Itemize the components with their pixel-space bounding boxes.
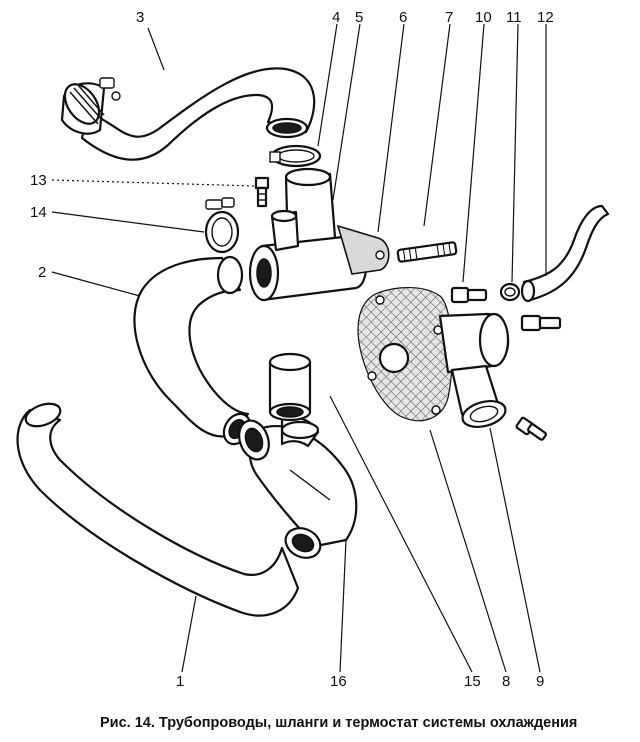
hose-2: [133, 255, 252, 446]
thermostat-16: [238, 416, 358, 559]
callout-13: 13: [30, 172, 47, 189]
callout-11: 11: [506, 9, 522, 26]
callout-6: 6: [399, 9, 407, 26]
pump-housing-9: [357, 287, 510, 429]
clamp-11: [499, 282, 521, 302]
callout-5: 5: [355, 9, 363, 26]
clamp-4: [269, 144, 322, 168]
outlet-pipe-5: [248, 167, 390, 302]
stud-7: [396, 241, 458, 263]
callout-16: 16: [330, 673, 347, 690]
callout-12: 12: [537, 9, 554, 26]
hose-15: [268, 352, 312, 422]
leader-lines: [51, 23, 547, 673]
callout-3: 3: [136, 9, 144, 26]
fitting-right: [520, 314, 562, 332]
callout-1: 1: [176, 673, 184, 690]
callout-10: 10: [475, 9, 492, 26]
hose-3: [60, 67, 316, 161]
callout-4: 4: [332, 9, 340, 26]
clamp-14: [204, 197, 240, 254]
hose-1: [16, 402, 300, 617]
sensor-13: [254, 176, 270, 208]
callout-14: 14: [30, 204, 47, 221]
fitting-10: [450, 286, 488, 304]
hose-12: [520, 204, 610, 303]
callouts: 3 4 5 6 7 10 11 12 13 14 2 1 16 15 8 9: [30, 9, 554, 690]
callout-8: 8: [502, 673, 510, 690]
figure-caption: Рис. 14. Трубопроводы, шланги и термоста…: [100, 715, 578, 731]
callout-15: 15: [464, 673, 481, 690]
callout-9: 9: [536, 673, 544, 690]
callout-7: 7: [445, 9, 453, 26]
callout-2: 2: [38, 264, 46, 281]
fitting-small: [515, 416, 547, 441]
